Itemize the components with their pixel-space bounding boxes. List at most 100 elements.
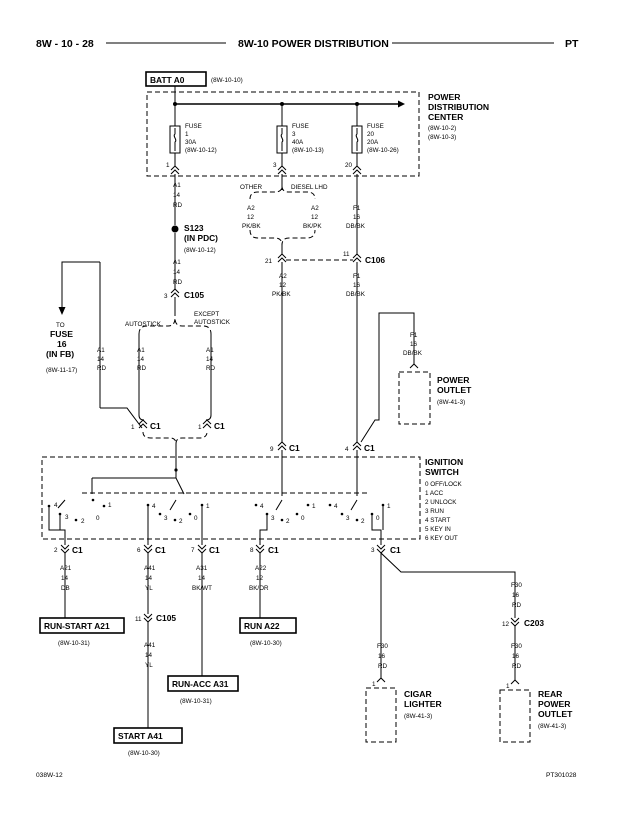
rear-ref: (8W-41-3)	[538, 723, 566, 730]
tofuse-line-2: FUSE	[50, 329, 73, 339]
pdc-ref-2: (8W-10-3)	[428, 134, 456, 141]
wire-a1-fb-bend	[100, 407, 143, 429]
run-a22-box	[239, 617, 297, 634]
c1-pin-9-connector-icon	[277, 441, 287, 451]
c1-pin-1a-name: C1	[150, 421, 161, 431]
wire-a1-mid-gauge: 14	[173, 269, 181, 276]
wire-a31-gauge: 14	[198, 575, 206, 582]
wire-a21-color: DB	[61, 585, 70, 592]
c1-pin-1b-connector-icon	[202, 419, 212, 429]
run-a22-ref: (8W-10-30)	[250, 640, 282, 647]
ign-sw4-2: 2	[361, 518, 365, 525]
ign-sw3-4: 4	[260, 503, 264, 510]
c1-pin-2-name: C1	[72, 545, 83, 555]
fuse-1-text-4: (8W-10-12)	[185, 147, 217, 154]
ign-sw2-arm	[169, 499, 177, 511]
splice-s123-dot	[171, 225, 179, 233]
wire-a2-right-circuit: A2	[311, 205, 319, 212]
run-acc-a31-box	[167, 675, 239, 692]
ign-bus-node-icon	[174, 468, 178, 472]
tofuse-line-4: (IN FB)	[46, 349, 74, 359]
ign-sw1-contacts-icon	[47, 498, 106, 522]
wire-a1-fb-gauge: 14	[97, 356, 105, 363]
ign-sw3-2: 2	[286, 518, 290, 525]
ign-pos-6: 6 KEY OUT	[425, 535, 458, 542]
a2-option-bracket	[249, 185, 316, 200]
pdc-pin-3-connector-icon	[277, 165, 287, 175]
fuse-20-text-3: 20A	[367, 139, 379, 146]
wire-f30-r2-gauge: 16	[512, 653, 520, 660]
ignition-switch-box	[41, 456, 421, 540]
fuse-1-element	[173, 128, 177, 151]
wire-a1-ex-gauge: 14	[206, 356, 214, 363]
wire-a22-color: BK/OR	[249, 585, 269, 592]
fuse-3-text-4: (8W-10-13)	[292, 147, 324, 154]
wire-a2-left-color: PK/BK	[242, 223, 261, 230]
start-a41-label: START A41	[118, 731, 163, 741]
wire-f30-r2-circuit: F30	[511, 643, 522, 650]
cigar-connector-icon	[376, 677, 386, 683]
c1-pin-1a: 1	[131, 424, 135, 431]
pdc-pin-20-connector-icon	[352, 165, 362, 175]
pdc-title-3: CENTER	[428, 112, 464, 122]
ign-pos-1: 1 ACC	[425, 490, 444, 497]
wire-a2-right-color: BK/PK	[303, 223, 322, 230]
rear-power-outlet-box	[499, 689, 531, 743]
wire-a1-as-circuit: A1	[137, 347, 145, 354]
wire-a1-mid-color: RD	[173, 279, 183, 286]
c1-pin-2: 2	[54, 547, 58, 554]
rear-outlet-connector-icon	[510, 679, 520, 685]
to-fuse-arrow-icon	[58, 307, 66, 315]
c105-top-name: C105	[184, 290, 204, 300]
fuse-3-text-1: FUSE	[292, 123, 309, 130]
power-outlet-title-2: OUTLET	[437, 385, 472, 395]
c106-pin-11-connector-icon	[352, 253, 362, 263]
section-code: PT	[565, 38, 579, 50]
wire-a1-ex-circuit: A1	[206, 347, 214, 354]
c106-pin-21-connector-icon	[277, 253, 287, 263]
cigar-lighter-box	[365, 687, 397, 743]
power-outlet-ref: (8W-41-3)	[437, 399, 465, 406]
wire-a41-gauge: 14	[145, 575, 153, 582]
ign-sw2-3: 3	[164, 515, 168, 522]
a2-merge-bracket	[249, 229, 316, 246]
c106-pin-11: 11	[343, 251, 350, 258]
fuse-20-text-2: 20	[367, 131, 375, 138]
wire-a1-ex-color: RD	[206, 365, 216, 372]
option-diesel: DIESEL LHD	[291, 184, 328, 191]
option-except-1: EXCEPT	[194, 311, 219, 318]
ignition-title-1: IGNITION	[425, 457, 463, 467]
ign-sw2-out-wire	[147, 505, 203, 545]
ign-sw1-3: 3	[65, 514, 69, 521]
wire-f1-po-color: DB/BK	[403, 350, 423, 357]
pdc-pin-1-connector-icon	[170, 165, 180, 175]
wire-a41-low-color: YL	[145, 662, 153, 669]
bus-arrow-icon	[398, 100, 405, 108]
option-except-2: AUTOSTICK	[194, 319, 231, 326]
wire-f30-r2-color: RD	[512, 663, 522, 670]
ign-pos-2: 2 UNLOCK	[425, 499, 457, 506]
fuse-3-pin: 3	[273, 162, 277, 169]
ign-sw4-out-wire	[371, 505, 384, 545]
c1-pin-1b-name: C1	[214, 421, 225, 431]
fuse-20-element	[355, 128, 359, 151]
ign-sw3-0: 0	[301, 515, 305, 522]
c1-pin-4: 4	[345, 446, 349, 453]
wire-f1-po-circuit: F1	[410, 332, 418, 339]
wire-a21-circuit: A21	[60, 565, 72, 572]
wire-a1-as-color: RD	[137, 365, 147, 372]
wire-a1-fb-color: RD	[97, 365, 107, 372]
wire-f1-power-outlet	[360, 312, 415, 443]
c106-pin-21: 21	[265, 258, 273, 265]
wire-f1-top-color: DB/BK	[346, 223, 366, 230]
wire-f1-low-circuit: F1	[353, 273, 361, 280]
wire-a1-fb-circuit: A1	[97, 347, 105, 354]
c1-pin-7: 7	[191, 547, 195, 554]
fuse-20-text-4: (8W-10-26)	[367, 147, 399, 154]
footer-left: 038W-12	[36, 772, 63, 779]
ign-sw2-2: 2	[179, 518, 183, 525]
c105-low-connector-icon	[143, 613, 153, 623]
batt-a0-label: BATT A0	[150, 75, 185, 85]
wire-a1-autostick-bend	[138, 410, 145, 421]
